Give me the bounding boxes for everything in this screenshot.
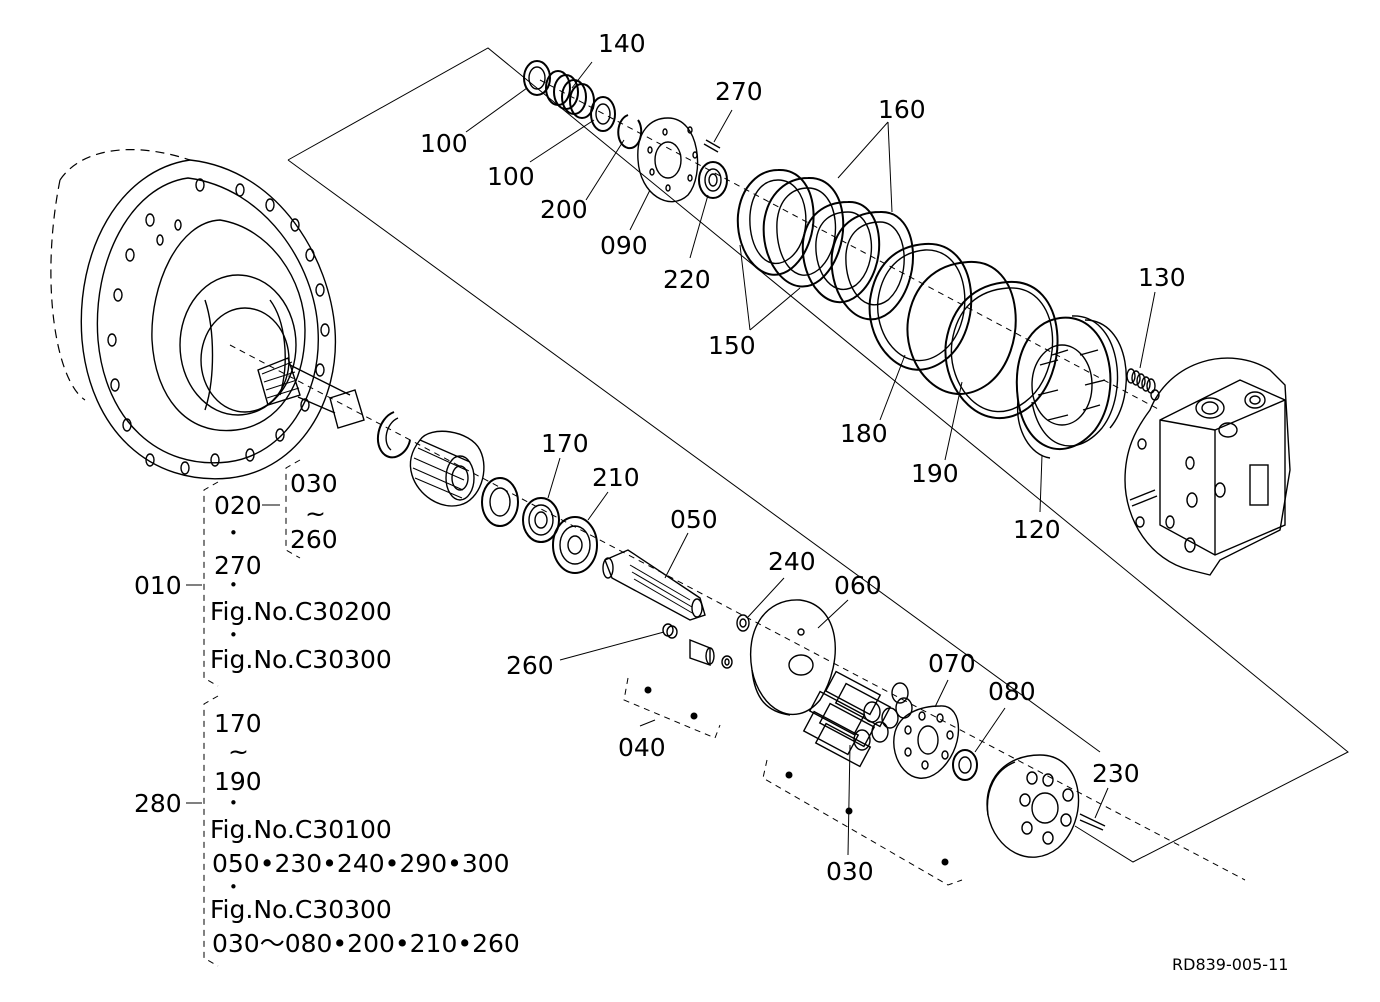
callout-200: 200: [540, 195, 588, 224]
bracket-040: [623, 677, 721, 739]
brake-piston-120: [1015, 315, 1127, 459]
cylinder-block: [986, 754, 1080, 858]
callout-100-b: 100: [487, 162, 535, 191]
callout-230: 230: [1092, 759, 1140, 788]
callout-labels: 140 100 100 270 160 200 090 220 150 130 …: [420, 29, 1186, 886]
callout-210: 210: [592, 463, 640, 492]
piston-set: [802, 670, 913, 768]
thrust-washer: [481, 477, 519, 527]
assembly-010-label: 010: [134, 571, 182, 600]
assembly-010-dot1: •: [229, 524, 238, 542]
assembly-010-line1: 020: [214, 491, 262, 520]
snap-ring: [376, 411, 411, 459]
assembly-280-group: 280 170 ~ 190 • Fig.No.C30100 050•230•24…: [134, 695, 520, 967]
callout-070: 070: [928, 649, 976, 678]
callout-180: 180: [840, 419, 888, 448]
callout-090: 090: [600, 231, 648, 260]
o-ring-180: [868, 242, 973, 371]
bearing-220: [698, 161, 728, 199]
leader-lines: [465, 61, 1156, 856]
o-ring-190-b: [944, 280, 1059, 420]
callout-140: 140: [598, 29, 646, 58]
motor-housing: [50, 149, 365, 480]
output-shaft-spline: [257, 357, 365, 429]
retainer-plate-070: [893, 705, 960, 779]
drive-shaft-050: [602, 549, 706, 621]
rear-cover-valve-block: [1124, 357, 1291, 576]
spring-140: [545, 70, 595, 119]
assembly-010-line4: Fig.No.C30300: [210, 645, 392, 674]
bearing-210: [552, 516, 598, 574]
assembly-010-dot2: •: [229, 576, 238, 594]
callout-240: 240: [768, 547, 816, 576]
plate-090: [637, 117, 699, 203]
callout-130: 130: [1138, 263, 1186, 292]
assembly-280-line3: Fig.No.C30100: [210, 815, 392, 844]
assembly-010-sub-top: 030: [290, 469, 338, 498]
assembly-010-line2: 270: [214, 551, 262, 580]
assembly-280-line1: 170: [214, 709, 262, 738]
callout-270: 270: [715, 77, 763, 106]
callout-220: 220: [663, 265, 711, 294]
callout-160: 160: [878, 95, 926, 124]
assembly-280-dot1: •: [229, 794, 238, 812]
callout-080: 080: [988, 677, 1036, 706]
swash-plate-060: [750, 599, 836, 716]
assembly-280-line6: 030～080•200•210•260: [212, 929, 520, 958]
drawing-code: RD839-005-11: [1172, 955, 1288, 974]
bearing-170: [522, 497, 560, 543]
spacer-240: [736, 614, 750, 632]
callout-260: 260: [506, 651, 554, 680]
housing-bolt-holes: [107, 178, 330, 475]
callout-190: 190: [911, 459, 959, 488]
o-ring-190-a: [906, 260, 1017, 395]
callout-170: 170: [541, 429, 589, 458]
assembly-280-line4: 050•230•240•290•300: [212, 849, 510, 878]
snap-ring-200: [617, 114, 643, 150]
assembly-boundary: [287, 47, 1349, 863]
callout-150: 150: [708, 331, 756, 360]
assembly-010-sub-tilde: ~: [305, 499, 326, 528]
assembly-280-line2: 190: [214, 767, 262, 796]
shim-100-b: [590, 96, 616, 132]
callout-030: 030: [826, 857, 874, 886]
part-260: [662, 623, 678, 639]
assembly-010-sub-bottom: 260: [290, 525, 338, 554]
assembly-280-dot2: •: [229, 878, 238, 896]
callout-060: 060: [834, 571, 882, 600]
seal-rings-160: [801, 200, 914, 321]
shim-100-a: [523, 60, 551, 96]
callout-100-a: 100: [420, 129, 468, 158]
backup-rings-150: [736, 168, 845, 288]
spring-130: [1126, 368, 1156, 394]
pin-230: [1079, 813, 1106, 831]
callout-040: 040: [618, 733, 666, 762]
ball-guide-080: [952, 749, 978, 781]
assembly-010-group: 010 020 030 ~ 260 • 270 • Fig.No.C30200 …: [134, 459, 392, 687]
spline-coupling: [409, 430, 485, 507]
assembly-280-line5: Fig.No.C30300: [210, 895, 392, 924]
pin-270: [703, 139, 721, 153]
assembly-010-line3: Fig.No.C30200: [210, 597, 392, 626]
assembly-280-label: 280: [134, 789, 182, 818]
callout-120: 120: [1013, 515, 1061, 544]
assembly-280-tilde: ~: [228, 737, 249, 766]
part-040: [689, 638, 733, 669]
callout-050: 050: [670, 505, 718, 534]
bracket-030: [762, 759, 963, 886]
assembly-010-dot3: •: [229, 626, 238, 644]
